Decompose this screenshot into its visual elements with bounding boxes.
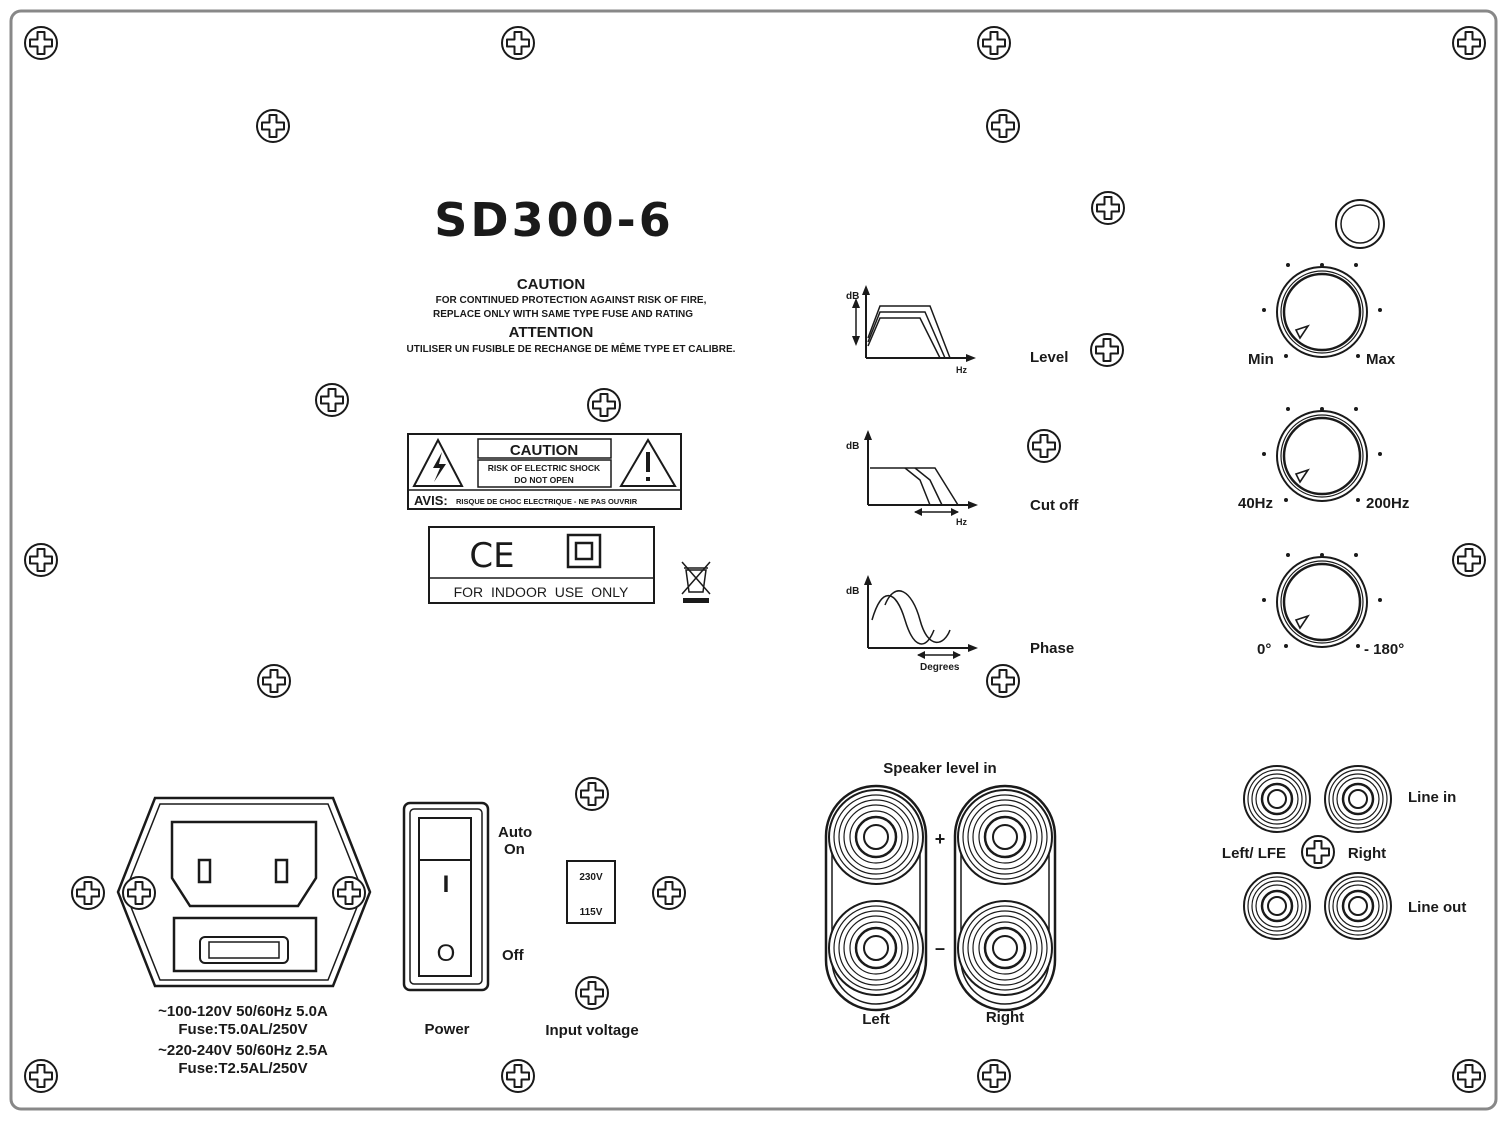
cutoff-label: Cut off [1030, 497, 1079, 514]
line-left-lfe-label: Left/ LFE [1222, 845, 1286, 862]
caution-line-1: FOR CONTINUED PROTECTION AGAINST RISK OF… [436, 295, 707, 306]
switch-on-symbol: I [443, 871, 450, 898]
line-right-label: Right [1348, 845, 1386, 862]
ce-mark: CE [469, 536, 514, 576]
avis-label: AVIS: [414, 493, 448, 508]
phase-label: Phase [1030, 640, 1074, 657]
off-label: Off [502, 947, 525, 964]
voltage-option-230: 230V [579, 872, 603, 883]
phase-min-label: 0° [1257, 641, 1271, 658]
line-in-right-jack[interactable] [1323, 764, 1393, 834]
speaker-plus-label: + [935, 829, 946, 849]
fuse-holder[interactable] [199, 936, 289, 964]
speaker-left-positive-post[interactable] [827, 788, 925, 886]
caution-title: CAUTION [517, 276, 585, 293]
svg-text:dB: dB [846, 586, 859, 597]
panel-frame [9, 9, 1498, 1111]
indoor-use-text: FOR INDOOR USE ONLY [454, 584, 629, 600]
caution-line-2: REPLACE ONLY WITH SAME TYPE FUSE AND RAT… [433, 309, 693, 320]
input-voltage-label: Input voltage [545, 1022, 638, 1039]
fuse-rating-1: Fuse:T5.0AL/250V [178, 1021, 307, 1038]
certification-label: CE FOR INDOOR USE ONLY [428, 526, 655, 604]
svg-text:Hz: Hz [956, 517, 967, 527]
power-led-indicator [1335, 199, 1385, 249]
svg-text:dB: dB [846, 441, 859, 452]
level-min-label: Min [1248, 351, 1274, 368]
cutoff-min-label: 40Hz [1238, 495, 1273, 512]
shock-warning-label: CAUTION RISK OF ELECTRIC SHOCK DO NOT OP… [407, 433, 682, 510]
speaker-level-in-label: Speaker level in [883, 760, 996, 777]
line-out-label: Line out [1408, 899, 1466, 916]
voltage-selector[interactable]: 230V 115V [566, 860, 616, 924]
speaker-left-label: Left [862, 1011, 890, 1028]
switch-off-symbol: O [437, 940, 456, 967]
auto-on-label-2: On [504, 841, 525, 858]
svg-text:dB: dB [846, 291, 859, 302]
speaker-minus-label: – [935, 938, 945, 958]
avis-text: RISQUE DE CHOC ELECTRIQUE - NE PAS OUVRI… [456, 497, 638, 506]
shock-line-2: DO NOT OPEN [514, 475, 574, 485]
phase-response-graph: dB Degrees [846, 575, 978, 673]
power-switch-label: Power [424, 1021, 469, 1038]
cutoff-max-label: 200Hz [1366, 495, 1409, 512]
level-label: Level [1030, 349, 1068, 366]
speaker-left-negative-post[interactable] [827, 899, 925, 997]
line-out-left-jack[interactable] [1242, 871, 1312, 941]
speaker-right-positive-post[interactable] [956, 788, 1054, 886]
power-rating-2: ~220-240V 50/60Hz 2.5A [158, 1042, 328, 1059]
shock-line-1: RISK OF ELECTRIC SHOCK [488, 463, 601, 473]
auto-on-label-1: Auto [498, 824, 532, 841]
speaker-right-negative-post[interactable] [956, 899, 1054, 997]
svg-text:Degrees: Degrees [920, 662, 960, 673]
cutoff-response-graph: dB Hz [846, 430, 978, 527]
line-in-left-jack[interactable] [1242, 764, 1312, 834]
line-out-right-jack[interactable] [1323, 871, 1393, 941]
weee-bin-icon [681, 561, 711, 603]
level-max-label: Max [1366, 351, 1396, 368]
voltage-option-115: 115V [580, 907, 603, 918]
phase-max-label: - 180° [1364, 641, 1404, 658]
attention-line-1: UTILISER UN FUSIBLE DE RECHANGE DE MÊME … [407, 342, 736, 355]
power-rating-1: ~100-120V 50/60Hz 5.0A [158, 1003, 328, 1020]
model-name: SD300-6 [434, 193, 673, 247]
shock-caution-title: CAUTION [510, 442, 578, 459]
power-switch[interactable]: I O [402, 801, 490, 992]
speaker-right-label: Right [986, 1009, 1024, 1026]
level-response-graph: dB Hz [846, 285, 976, 375]
power-inlet[interactable] [116, 796, 372, 988]
double-insulation-icon [566, 533, 602, 569]
attention-title: ATTENTION [509, 324, 594, 341]
svg-text:Hz: Hz [956, 365, 967, 375]
lightning-icon [433, 452, 446, 482]
line-in-label: Line in [1408, 789, 1456, 806]
fuse-rating-2: Fuse:T2.5AL/250V [178, 1060, 307, 1077]
